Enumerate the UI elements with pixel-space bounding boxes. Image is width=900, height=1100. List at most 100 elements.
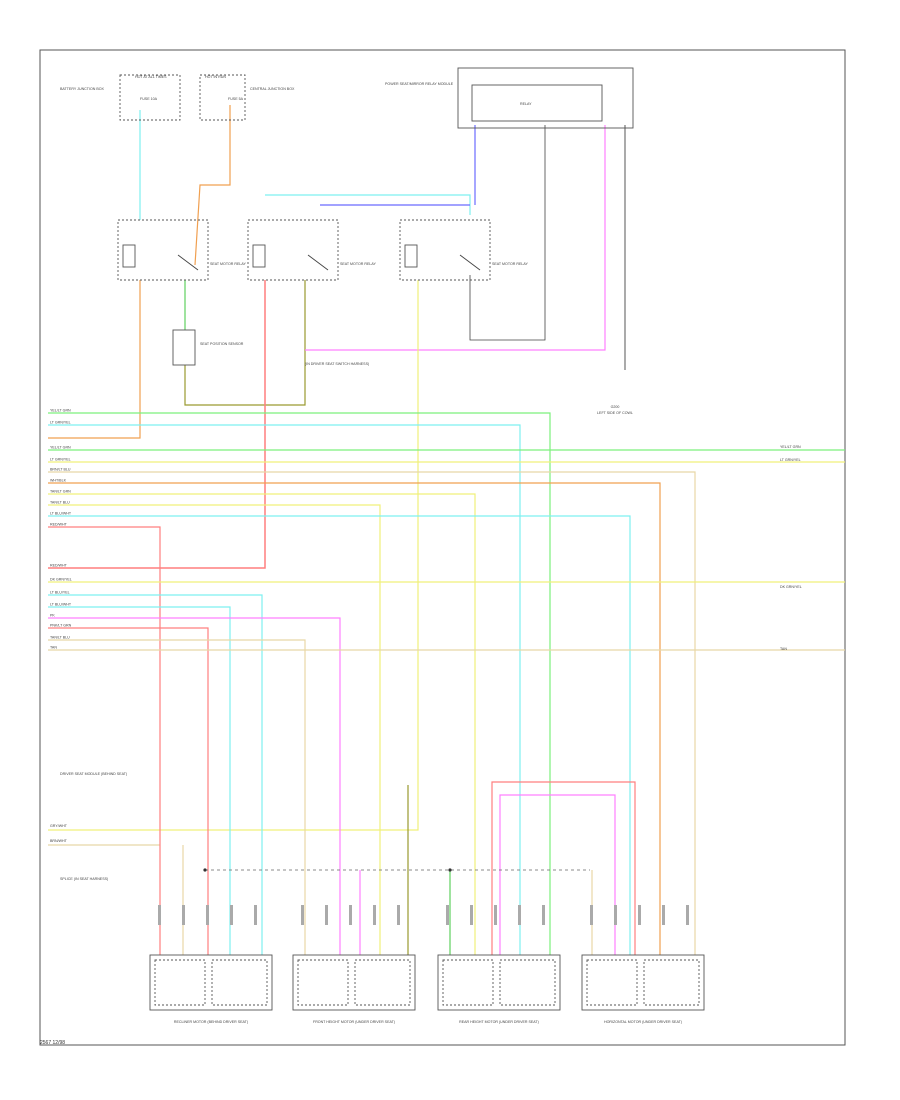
motor-sub-a xyxy=(297,959,349,1006)
seat-motor-relay xyxy=(117,219,209,281)
fuse-5a-label: FUSE 5A xyxy=(228,97,244,101)
relay-module-label: RELAY xyxy=(520,102,532,106)
harness-wire-label: LT BLU/YEL xyxy=(50,591,70,595)
footer-code: 2567 12/98 xyxy=(40,1040,66,1046)
connector-pin xyxy=(373,905,376,925)
relay3-out-wire xyxy=(48,280,419,831)
connector-pin xyxy=(662,905,665,925)
right-wire-label: YEL/LT GRN xyxy=(780,445,801,449)
right-wire-label: DK GRN/YEL xyxy=(780,585,802,589)
connector-pin xyxy=(470,905,473,925)
motor-sub-b xyxy=(354,959,411,1006)
battery-jb-label: BATTERY JUNCTION BOX xyxy=(60,87,105,91)
harness-wire-label: RED/WHT xyxy=(50,564,68,568)
harness-wire xyxy=(48,606,231,955)
central-jb-label: CENTRAL JUNCTION BOX xyxy=(250,87,295,91)
harness-wire xyxy=(48,617,341,955)
lower-wire-label: GRY/WHT xyxy=(50,824,68,828)
harness-wire xyxy=(48,627,209,955)
relay-coil xyxy=(252,244,266,268)
sensor-return-wire xyxy=(184,280,306,406)
relay-coil xyxy=(404,244,418,268)
harness-wire-label: TAN xyxy=(50,646,57,650)
motor-link-wire xyxy=(491,781,636,955)
motor-sub-b xyxy=(499,959,556,1006)
motor-label: REAR HEIGHT MOTOR (UNDER DRIVER SEAT) xyxy=(459,1020,539,1024)
motor-sub-a xyxy=(586,959,638,1006)
harness-wire-label: PNK/LT GRN xyxy=(50,624,72,628)
connector-pin xyxy=(158,905,161,925)
connector-pin xyxy=(542,905,545,925)
lower-wire-label: BRN/WHT xyxy=(50,839,68,843)
connector-pin xyxy=(590,905,593,925)
harness-wire xyxy=(48,471,696,955)
splice-dot xyxy=(203,868,207,872)
seat-motor-box xyxy=(581,954,705,1011)
connector-pin xyxy=(614,905,617,925)
harness-wire-label: LT GRN/YEL xyxy=(50,458,71,462)
components xyxy=(117,67,705,1011)
harness-wire xyxy=(48,639,306,955)
ground-desc: LEFT SIDE OF COWL xyxy=(597,411,633,415)
relay-label: SEAT MOTOR RELAY xyxy=(340,262,376,266)
ground-label: G200 xyxy=(611,405,620,409)
connector-pin xyxy=(349,905,352,925)
harness-wire-label: WHT/BLK xyxy=(50,479,67,483)
harness-wire xyxy=(48,526,161,955)
connector-pin xyxy=(182,905,185,925)
harness-wire-label: PK xyxy=(50,614,55,618)
harness-wire xyxy=(48,493,476,955)
battery-fuse-box xyxy=(119,74,181,121)
right-wire-label: TAN xyxy=(780,647,787,651)
harness-wire-label: LT GRN/YEL xyxy=(50,421,71,425)
connector-pin xyxy=(206,905,209,925)
relay-control-wire xyxy=(265,194,471,215)
module-black-wire xyxy=(469,125,546,341)
harness-wire-label: BRN/LT BLU xyxy=(50,468,71,472)
splice-dot xyxy=(448,868,452,872)
relay2-out-wire xyxy=(48,280,266,569)
seat-motor-relay xyxy=(399,219,491,281)
relay-contact xyxy=(307,254,329,271)
harness-wire-label: LT BLU/WHT xyxy=(50,512,72,516)
harness-wire xyxy=(48,594,263,955)
module-pink-wire xyxy=(305,125,606,351)
seat-motor-box xyxy=(149,954,273,1011)
relay-coil xyxy=(122,244,136,268)
relay-module-box xyxy=(457,67,634,129)
harness-wire-label: TAN/LT GRN xyxy=(50,490,71,494)
relay-label: SEAT MOTOR RELAY xyxy=(210,262,246,266)
relay-label: SEAT MOTOR RELAY xyxy=(492,262,528,266)
hot-at-all-times-label: HOT AT ALL TIMES xyxy=(135,75,167,79)
harness-wire xyxy=(48,515,631,955)
labels: RELAY HOT AT ALL TIMES HOT IN RUN FUSE 10A F… xyxy=(50,75,802,1024)
harness-wire-label: LT BLU/WHT xyxy=(50,603,72,607)
connector-pin xyxy=(494,905,497,925)
harness-wire-label: TAN/LT BLU xyxy=(50,636,70,640)
connector-pin xyxy=(638,905,641,925)
run-feed-wire xyxy=(194,105,231,266)
harness-wire-label: RED/WHT xyxy=(50,523,68,527)
position-sensor-label: SEAT POSITION SENSOR xyxy=(200,342,244,346)
connector-pin xyxy=(230,905,233,925)
sensor-harness-label: (IN DRIVER SEAT SWITCH HARNESS) xyxy=(305,362,369,366)
right-wire-label: LT GRN/YEL xyxy=(780,458,801,462)
motor-label: HORIZONTAL MOTOR (UNDER DRIVER SEAT) xyxy=(604,1020,682,1024)
memory-module-label: DRIVER SEAT MODULE (BEHIND SEAT) xyxy=(60,772,127,776)
harness-wire xyxy=(48,504,381,955)
motor-sub-a xyxy=(154,959,206,1006)
hot-in-run-label: HOT IN RUN xyxy=(205,75,226,79)
connector-pin xyxy=(301,905,304,925)
connector-pin xyxy=(686,905,689,925)
harness-wire-label: TAN/LT BLU xyxy=(50,501,70,505)
motor-link-wire-2 xyxy=(499,794,616,955)
seat-motor-box xyxy=(292,954,416,1011)
seat-motor-box xyxy=(437,954,561,1011)
relay-module-inner xyxy=(471,84,603,122)
motor-sub-b xyxy=(643,959,700,1006)
relay-contact xyxy=(459,254,481,271)
relay-out-wire xyxy=(48,280,141,439)
fuse-10a-label: FUSE 10A xyxy=(140,97,158,101)
harness-wire-label: DK GRN/YEL xyxy=(50,578,72,582)
